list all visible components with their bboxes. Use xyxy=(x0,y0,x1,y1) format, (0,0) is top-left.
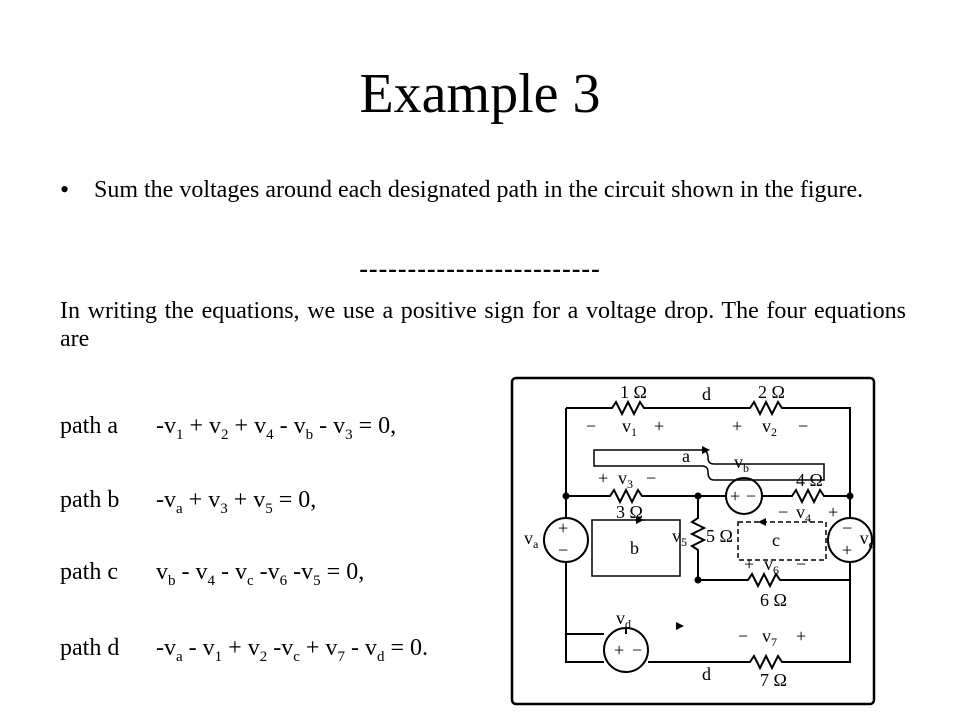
middle-right-wire xyxy=(762,487,850,505)
r1-label: 1 Ω xyxy=(620,382,647,402)
va-label: va xyxy=(524,528,539,551)
equation-path-name: path d xyxy=(60,635,120,661)
v1-label: v1 xyxy=(622,416,637,439)
v3-plus: + xyxy=(598,468,608,488)
path-c-loop xyxy=(737,521,827,561)
r6-label: 6 Ω xyxy=(760,590,787,610)
vc-minus: − xyxy=(842,518,852,538)
circuit-svg: 1 Ω 2 Ω d − v1 + + v2 − a vb + v3 − 3 Ω … xyxy=(510,376,876,706)
v6-minus: − xyxy=(796,554,806,574)
equation-row: path a -v1 + v2 + v4 - vb - v3 = 0, xyxy=(60,410,396,442)
v1-plus: + xyxy=(654,416,664,436)
path-c-arrow-icon xyxy=(758,518,766,526)
r5-branch xyxy=(689,496,707,580)
path-d-top-label: d xyxy=(702,384,711,404)
r6-wire xyxy=(698,571,850,589)
v4-minus: − xyxy=(778,502,788,522)
va-minus: − xyxy=(558,540,568,560)
equation-expression: -v1 + v2 + v4 - vb - v3 = 0, xyxy=(156,413,397,443)
v2-label: v2 xyxy=(762,416,777,439)
equation-row: path b -va + v3 + v5 = 0, xyxy=(60,484,316,516)
v7-minus: − xyxy=(738,626,748,646)
equation-path-name: path a xyxy=(60,413,118,439)
vb-label: vb xyxy=(734,452,749,475)
path-d-bottom-arrow-icon xyxy=(676,622,684,630)
v7-plus: + xyxy=(796,626,806,646)
equation-expression: -va - v1 + v2 -vc + v7 - vd = 0. xyxy=(156,635,428,665)
path-c-label: c xyxy=(772,530,780,550)
v6-label: v6 xyxy=(764,554,779,577)
equation-expression: -va + v3 + v5 = 0, xyxy=(156,487,317,517)
node-left xyxy=(562,492,570,500)
v2-plus: + xyxy=(732,416,742,436)
v7-label: v7 xyxy=(762,626,777,649)
vc-plus: + xyxy=(842,540,852,560)
path-b-arrow-icon xyxy=(636,516,644,524)
intro-paragraph: In writing the equations, we use a posit… xyxy=(60,298,906,352)
vd-connect-wire xyxy=(565,628,627,663)
v2-minus: − xyxy=(798,416,808,436)
v1-minus: − xyxy=(586,416,596,436)
path-b-label: b xyxy=(630,538,639,558)
slide-title: Example 3 xyxy=(359,63,601,125)
vd-plus: + xyxy=(614,640,624,660)
v4-label: v4 xyxy=(796,502,811,525)
va-plus: + xyxy=(558,518,568,538)
vb-minus: − xyxy=(746,486,756,506)
v3-label: v3 xyxy=(618,468,633,491)
vd-label: vd xyxy=(616,608,631,631)
node-right xyxy=(846,492,854,500)
r4-label: 4 Ω xyxy=(796,470,823,490)
v6-plus: + xyxy=(744,554,754,574)
v3-minus: − xyxy=(646,468,656,488)
node-bottom-middle xyxy=(694,576,702,584)
path-a-arrow-icon xyxy=(702,446,710,454)
r7-label: 7 Ω xyxy=(760,670,787,690)
circuit-diagram: 1 Ω 2 Ω d − v1 + + v2 − a vb + v3 − 3 Ω … xyxy=(506,372,880,710)
bullet-text: Sum the voltages around each designated … xyxy=(94,177,864,203)
vd-minus: − xyxy=(632,640,642,660)
path-a-label: a xyxy=(682,446,690,466)
vc-label: vc xyxy=(860,528,874,551)
r5-label: 5 Ω xyxy=(706,526,733,546)
v4-plus: + xyxy=(828,502,838,522)
diagram-frame xyxy=(510,376,876,706)
bullet-dot-icon: • xyxy=(60,175,70,204)
equation-path-name: path c xyxy=(60,559,118,585)
bullet-item: • Sum the voltages around each designate… xyxy=(60,176,906,204)
equation-row: path c vb - v4 - vc -v6 -v5 = 0, xyxy=(60,556,364,588)
equation-row: path d -va - v1 + v2 -vc + v7 - vd = 0. xyxy=(60,632,428,664)
equation-path-name: path b xyxy=(60,487,120,513)
v5-label: v5 xyxy=(672,526,687,549)
middle-left-wire xyxy=(566,487,726,505)
r3-label: 3 Ω xyxy=(616,502,643,522)
path-a-loop xyxy=(593,449,825,481)
r7-wire xyxy=(648,634,851,671)
path-d-bottom-label: d xyxy=(702,664,711,684)
vb-plus: + xyxy=(730,486,740,506)
top-wire xyxy=(566,399,851,496)
equation-expression: vb - v4 - vc -v6 -v5 = 0, xyxy=(156,559,365,589)
r2-label: 2 Ω xyxy=(758,382,785,402)
node-middle xyxy=(694,492,702,500)
separator-line: ------------------------- xyxy=(359,254,601,283)
